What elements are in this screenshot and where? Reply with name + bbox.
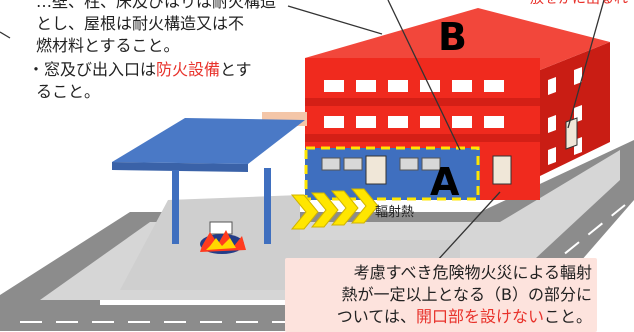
top-right-note: 放をかに出るれ (530, 0, 628, 8)
fire-truck-icon (200, 221, 246, 254)
canopy-edge (112, 162, 248, 172)
side-windows (548, 67, 582, 165)
note-line-0: …壁、柱、床及びはりは耐火構造 (36, 0, 277, 11)
leader-left-edge (0, 31, 11, 39)
zone-a-outline (304, 146, 480, 201)
label-b: B (438, 15, 467, 59)
note-line-1: とし、屋根は耐火構造又は不 (36, 14, 245, 33)
callout-text: 考慮すべき危険物火災による輻射 熱が一定以上となる（B）の部分に ついては、開口… (292, 262, 592, 328)
callout-line-3-suffix: こと。 (543, 307, 592, 326)
side-door (565, 117, 578, 150)
road-outer (0, 250, 90, 331)
leader-callout (435, 191, 501, 263)
canopy-pillar-right (264, 168, 271, 244)
note-line-3-suffix: とす (220, 60, 252, 79)
leader-left-note (287, 5, 383, 35)
note-line-4: ること。 (36, 82, 101, 101)
callout-line-1: 考慮すべき危険物火災による輻射 (353, 263, 592, 282)
callout-line-2: 熱が一定以上となる（B）の部分に (341, 285, 593, 304)
canopy-pillar-left (172, 170, 179, 244)
ground-windows (321, 157, 441, 171)
callout-line-3-prefix: ついては、 (336, 307, 416, 326)
note-line-2: 燃材料とすること。 (36, 36, 180, 55)
ground-door-red (492, 155, 512, 185)
leader-top (387, 0, 461, 151)
building-roof (305, 8, 610, 70)
callout-line-3: ついては、開口部を設けないこと。 (292, 306, 592, 328)
radiant-heat-arrows (290, 188, 379, 230)
canopy-roof (112, 118, 305, 164)
upper-windows (324, 80, 504, 128)
note-line-3: ・窓及び出入口は防火設備とす (28, 59, 252, 81)
note-line-3-prefix: ・窓及び出入口は (28, 60, 157, 79)
callout-line-3-red: 開口部を設けない (415, 307, 544, 326)
leader-top-right (567, 0, 605, 129)
note-line-3-red: 防火設備 (156, 60, 221, 79)
floor-band-2 (305, 134, 540, 142)
label-a: A (430, 160, 460, 204)
callout-box (285, 258, 597, 332)
label-radiant-heat: 輻射熱 (375, 204, 414, 220)
ground-door (365, 155, 387, 185)
floor-band-1 (305, 98, 540, 106)
